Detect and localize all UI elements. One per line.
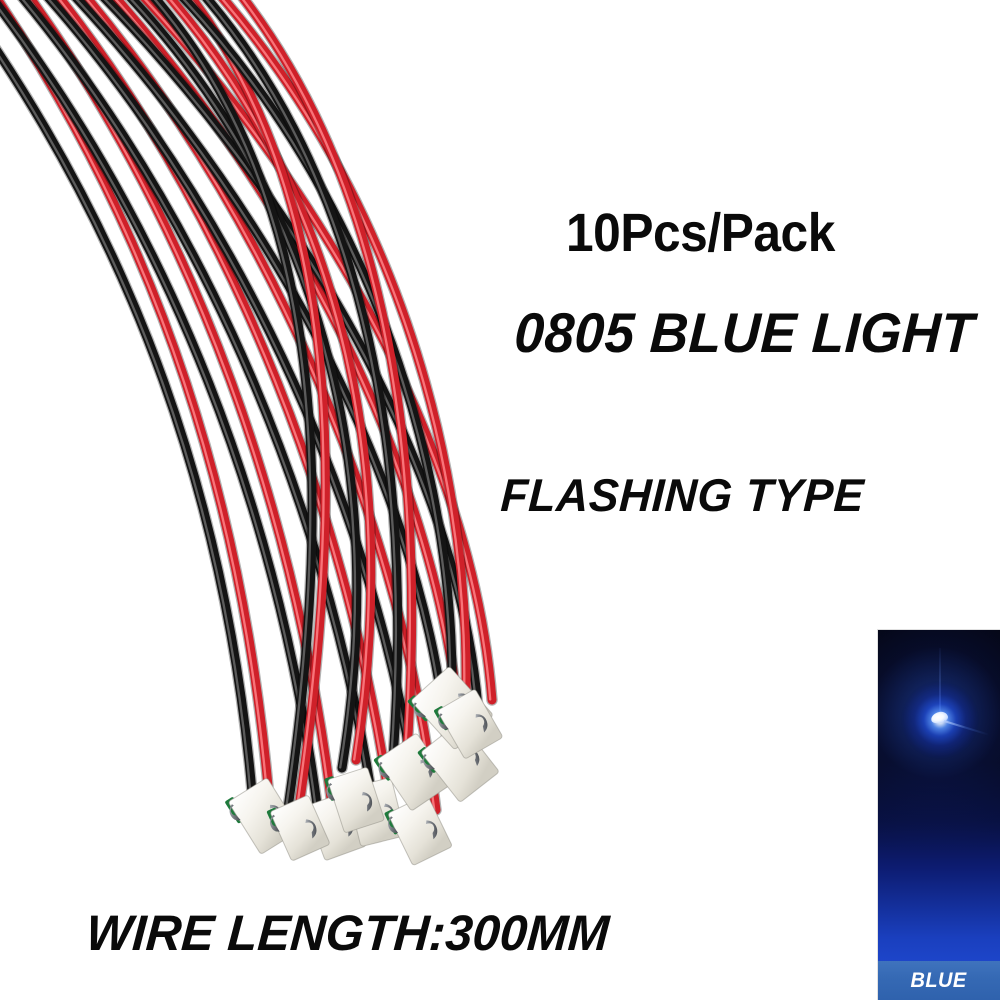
wire-highlight — [114, 0, 462, 745]
led-solder-tab-secondary — [229, 804, 241, 821]
wire-highlight — [0, 55, 252, 793]
led-solder-tab-secondary — [413, 702, 427, 718]
led-color-name-bar: BLUE — [878, 961, 1000, 1000]
led-tip — [324, 767, 385, 833]
led-package-body — [437, 689, 503, 759]
led-lead-wire-upper — [939, 648, 941, 714]
led-solder-tab — [361, 791, 373, 812]
led-solder-tab — [425, 820, 438, 840]
wire-highlight — [205, 0, 397, 775]
led-solder-tab-secondary — [422, 754, 435, 770]
led-package-body — [327, 767, 385, 833]
led-tip — [266, 795, 330, 861]
led-color-name-text: BLUE — [910, 968, 968, 992]
wire-layer — [0, 0, 498, 830]
led-dark-photo-background — [878, 630, 1000, 961]
model-and-color-label: 0805 BLUE LIGHT — [513, 301, 976, 364]
wire-highlight — [47, 0, 420, 819]
led-solder-tab-secondary — [387, 816, 399, 834]
led-solder-tab-secondary — [326, 783, 336, 801]
led-color-preview-panel: BLUE — [878, 630, 1000, 1000]
led-solder-tab-secondary — [438, 713, 449, 730]
wire-highlight — [168, 0, 371, 761]
wire-red — [218, 0, 471, 695]
led-tip — [373, 733, 451, 811]
led-solder-tab — [475, 714, 488, 733]
led-tip — [384, 794, 452, 866]
wire-length-label: WIRE LENGTH:300MM — [84, 905, 611, 961]
pack-quantity-label: 10Pcs/Pack — [566, 203, 835, 263]
wire-highlight — [241, 0, 411, 767]
behavior-type-label: FLASHING TYPE — [499, 469, 866, 521]
wire-highlight — [75, 0, 448, 753]
wire-highlight — [182, 0, 452, 699]
led-solder-tab-secondary — [269, 814, 280, 832]
led-solder-tab-secondary — [378, 761, 390, 778]
led-tip-layer — [225, 666, 503, 866]
wire-highlight — [153, 0, 312, 809]
wire-highlight — [85, 0, 436, 811]
led-tip — [434, 689, 503, 759]
wire-highlight — [221, 0, 466, 691]
wire-red — [238, 0, 417, 771]
wire-black — [0, 47, 257, 797]
wire-highlight — [0, 8, 318, 813]
led-package-body — [270, 795, 330, 861]
wire-highlight — [21, 0, 376, 825]
led-solder-tab — [305, 819, 317, 839]
wire-highlight — [58, 0, 392, 819]
